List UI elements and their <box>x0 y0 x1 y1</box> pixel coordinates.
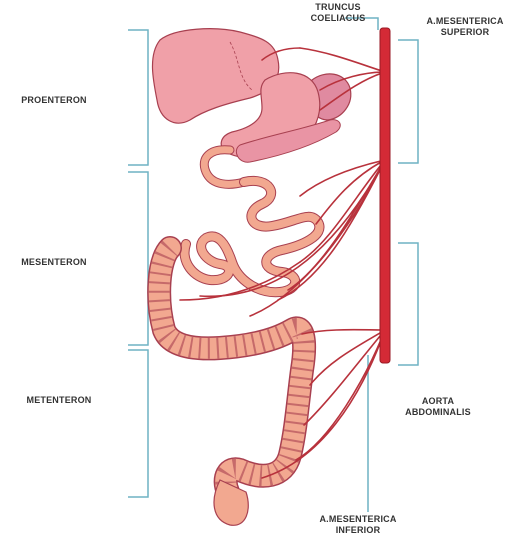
label-a-mesenterica-inferior: A.MESENTERICA INFERIOR <box>303 514 413 536</box>
metenteron-bracket <box>128 350 148 497</box>
superior-line-1: A.MESENTERICA <box>410 16 520 27</box>
inferior-line-1: A.MESENTERICA <box>303 514 413 525</box>
superior-line-2: SUPERIOR <box>410 27 520 38</box>
aorta-line-2: ABDOMINALIS <box>388 407 488 418</box>
label-metenteron: METENTERON <box>16 395 102 406</box>
small-intestine <box>185 181 320 292</box>
mesenteron-bracket <box>128 172 148 345</box>
label-truncus-coeliacus: TRUNCUS COELIACUS <box>298 2 378 24</box>
superior-bracket <box>398 40 418 163</box>
label-mesenteron: MESENTERON <box>16 257 92 268</box>
aorta-bracket <box>398 243 418 365</box>
abdominal-aorta <box>380 28 390 363</box>
truncus-line-1: TRUNCUS <box>298 2 378 13</box>
label-proenteron: PROENTERON <box>16 95 92 106</box>
region-brackets <box>128 30 148 497</box>
liver <box>152 29 278 123</box>
truncus-line-2: COELIACUS <box>298 13 378 24</box>
rectum <box>214 480 248 525</box>
large-intestine <box>159 248 304 492</box>
label-a-mesenterica-superior: A.MESENTERICA SUPERIOR <box>410 16 520 38</box>
inferior-line-2: INFERIOR <box>303 525 413 536</box>
aorta-line-1: AORTA <box>388 396 488 407</box>
label-aorta-abdominalis: AORTA ABDOMINALIS <box>388 396 488 418</box>
proenteron-bracket <box>128 30 148 165</box>
